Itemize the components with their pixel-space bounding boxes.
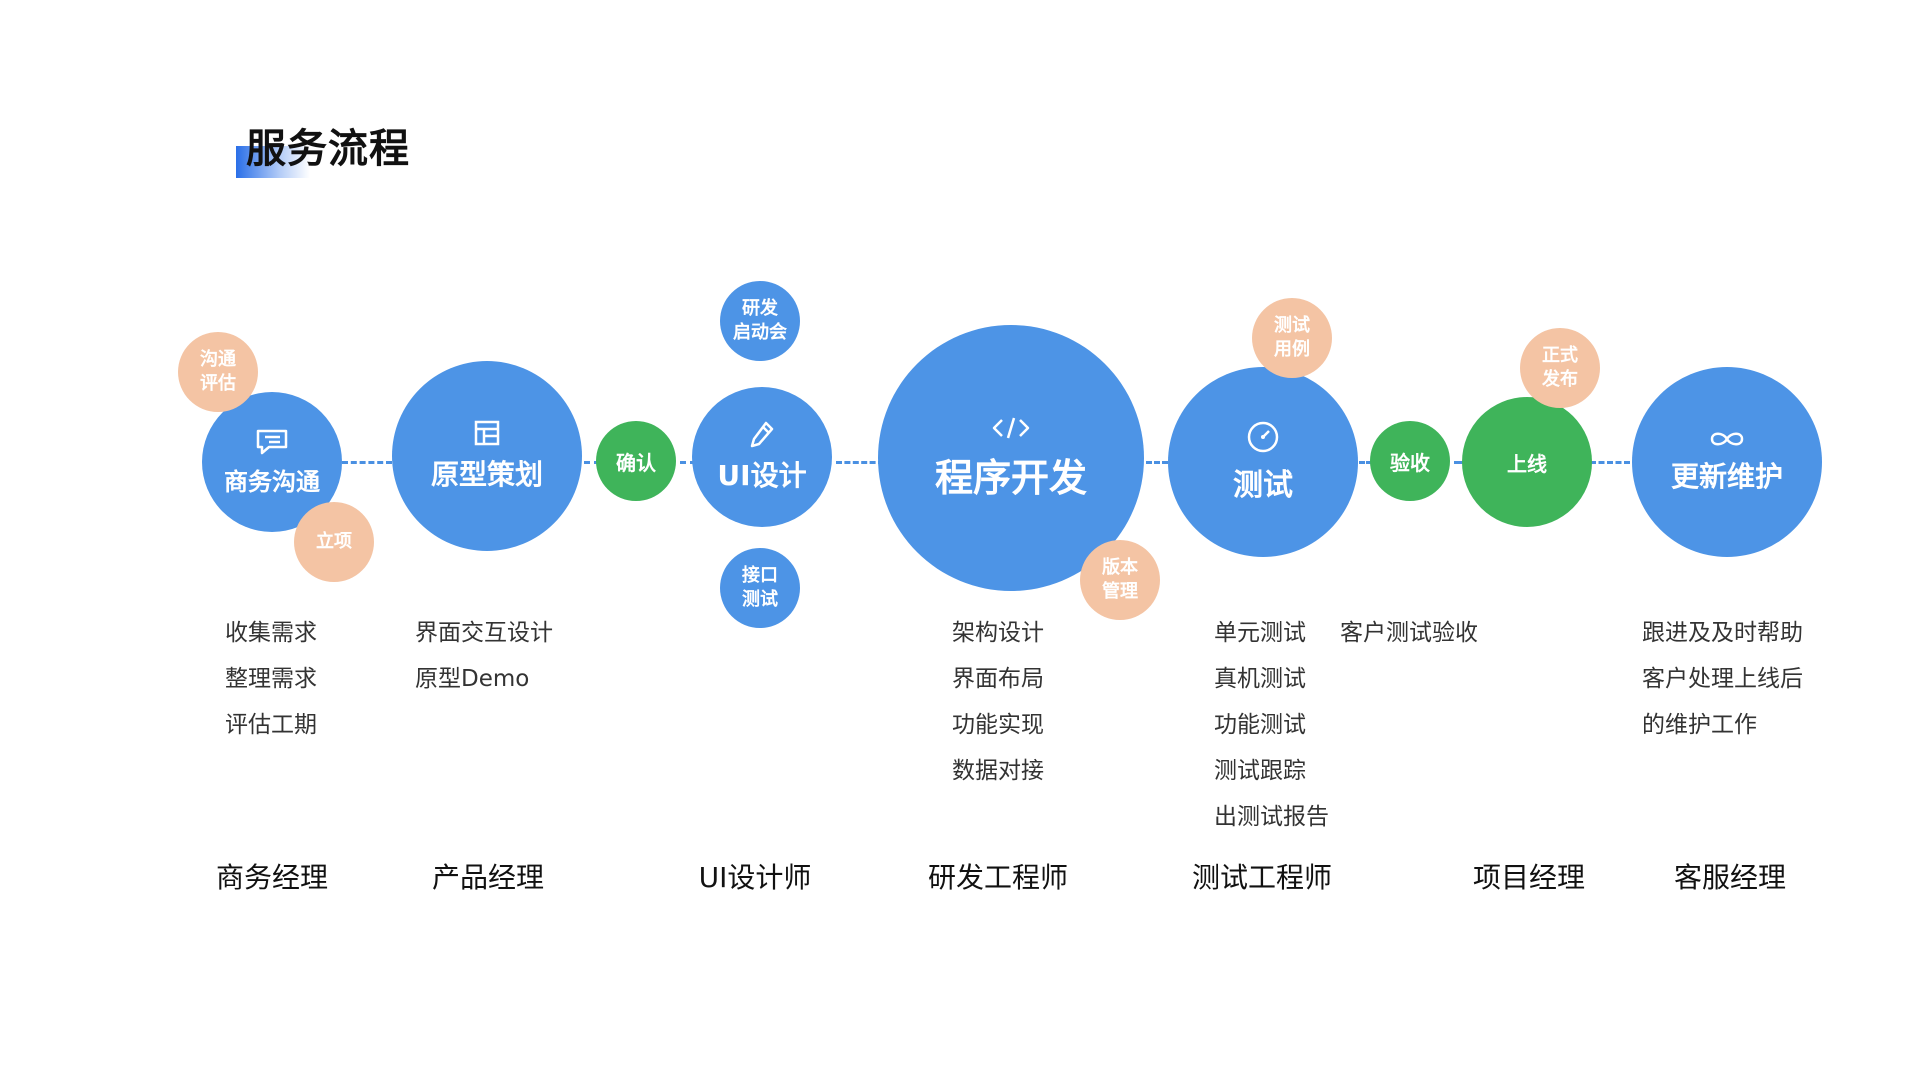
list-item: 的维护工作 [1642, 712, 1757, 738]
stage-testing: 测试 [1168, 367, 1358, 557]
page-title: 服务流程 [236, 122, 410, 178]
stage-label: 更新维护 [1670, 460, 1783, 493]
checkpoint-label: 确认 [616, 450, 656, 475]
milestone-dev-kickoff: 研发 启动会 [720, 281, 800, 361]
list-item: 界面交互设计 [415, 620, 553, 646]
checkpoint-launch: 上线 [1462, 397, 1592, 527]
connector-line [1352, 461, 1372, 464]
task-list-maintenance: 跟进及及时帮助 客户处理上线后 的维护工作 [1642, 610, 1803, 748]
stage-label: 原型策划 [430, 458, 543, 491]
milestone-test-cases: 测试 用例 [1252, 298, 1332, 378]
milestone-label: 沟通 评估 [200, 349, 236, 394]
role-customer-service-manager: 客服经理 [1673, 861, 1787, 894]
role-rd-engineer: 研发工程师 [927, 861, 1069, 894]
role-ui-designer: UI设计师 [698, 861, 812, 894]
stage-development: 程序开发 [878, 325, 1144, 591]
stage-label: 商务沟通 [224, 467, 320, 496]
title-accent-bar [236, 146, 310, 178]
checkpoint-label: 验收 [1390, 450, 1430, 475]
milestone-communication-evaluation: 沟通 评估 [178, 332, 258, 412]
list-item: 测试跟踪 [1214, 758, 1306, 784]
stage-label: 程序开发 [934, 455, 1087, 500]
task-list-product: 界面交互设计 原型Demo [415, 610, 553, 702]
list-item: 单元测试 [1214, 620, 1306, 646]
connector-line [1590, 461, 1630, 464]
milestone-version-management: 版本 管理 [1080, 540, 1160, 620]
layout-icon [474, 420, 500, 446]
code-icon [992, 417, 1030, 438]
list-item: 评估工期 [225, 712, 317, 738]
check-gauge-icon [1247, 421, 1279, 453]
list-item: 架构设计 [952, 620, 1044, 646]
stage-ui-design: UI设计 [692, 387, 832, 527]
list-item: 数据对接 [952, 758, 1044, 784]
chat-icon [256, 429, 288, 454]
page-title-text: 服务流程 [246, 126, 410, 172]
milestone-official-release: 正式 发布 [1520, 328, 1600, 408]
task-list-business: 收集需求 整理需求 评估工期 [225, 610, 317, 748]
list-item: 客户处理上线后 [1642, 666, 1803, 692]
milestone-label: 立项 [316, 531, 352, 552]
milestone-label: 正式 发布 [1542, 345, 1578, 390]
milestone-project-approval: 立项 [294, 502, 374, 582]
checkpoint-acceptance: 验收 [1370, 421, 1450, 501]
task-list-test: 单元测试 真机测试 功能测试 测试跟踪 出测试报告 [1214, 610, 1329, 840]
role-business-manager: 商务经理 [215, 861, 329, 894]
connector-line [680, 461, 696, 464]
connector-line [584, 461, 600, 464]
stage-business-communication: 商务沟通 [202, 392, 342, 532]
stage-label: UI设计 [717, 459, 807, 492]
role-project-manager: 项目经理 [1472, 861, 1586, 894]
milestone-label: 接口 测试 [742, 565, 778, 610]
list-item: 真机测试 [1214, 666, 1306, 692]
list-item: 界面布局 [952, 666, 1044, 692]
stage-maintenance: 更新维护 [1632, 367, 1822, 557]
milestone-label: 版本 管理 [1102, 557, 1138, 602]
list-item: 原型Demo [415, 666, 530, 692]
milestone-label: 测试 用例 [1274, 315, 1310, 360]
stage-prototype-planning: 原型策划 [392, 361, 582, 551]
connector-line [836, 461, 884, 464]
checkpoint-label: 上线 [1507, 451, 1547, 476]
connector-line [1454, 461, 1464, 464]
list-item: 出测试报告 [1214, 804, 1329, 830]
task-list-acceptance: 客户测试验收 [1340, 610, 1478, 656]
list-item: 整理需求 [225, 666, 317, 692]
list-item: 功能实现 [952, 712, 1044, 738]
milestone-api-testing: 接口 测试 [720, 548, 800, 628]
infinity-icon [1710, 432, 1744, 446]
milestone-label: 研发 启动会 [733, 298, 787, 343]
pencil-icon [750, 421, 774, 448]
checkpoint-confirm: 确认 [596, 421, 676, 501]
list-item: 功能测试 [1214, 712, 1306, 738]
list-item: 收集需求 [225, 620, 317, 646]
stage-label: 测试 [1233, 468, 1293, 503]
role-product-manager: 产品经理 [431, 861, 545, 894]
list-item: 客户测试验收 [1340, 620, 1478, 646]
role-test-engineer: 测试工程师 [1191, 861, 1333, 894]
connector-line [1146, 461, 1168, 464]
list-item: 跟进及及时帮助 [1642, 620, 1803, 646]
connector-line [342, 461, 392, 464]
task-list-dev: 架构设计 界面布局 功能实现 数据对接 [952, 610, 1044, 794]
